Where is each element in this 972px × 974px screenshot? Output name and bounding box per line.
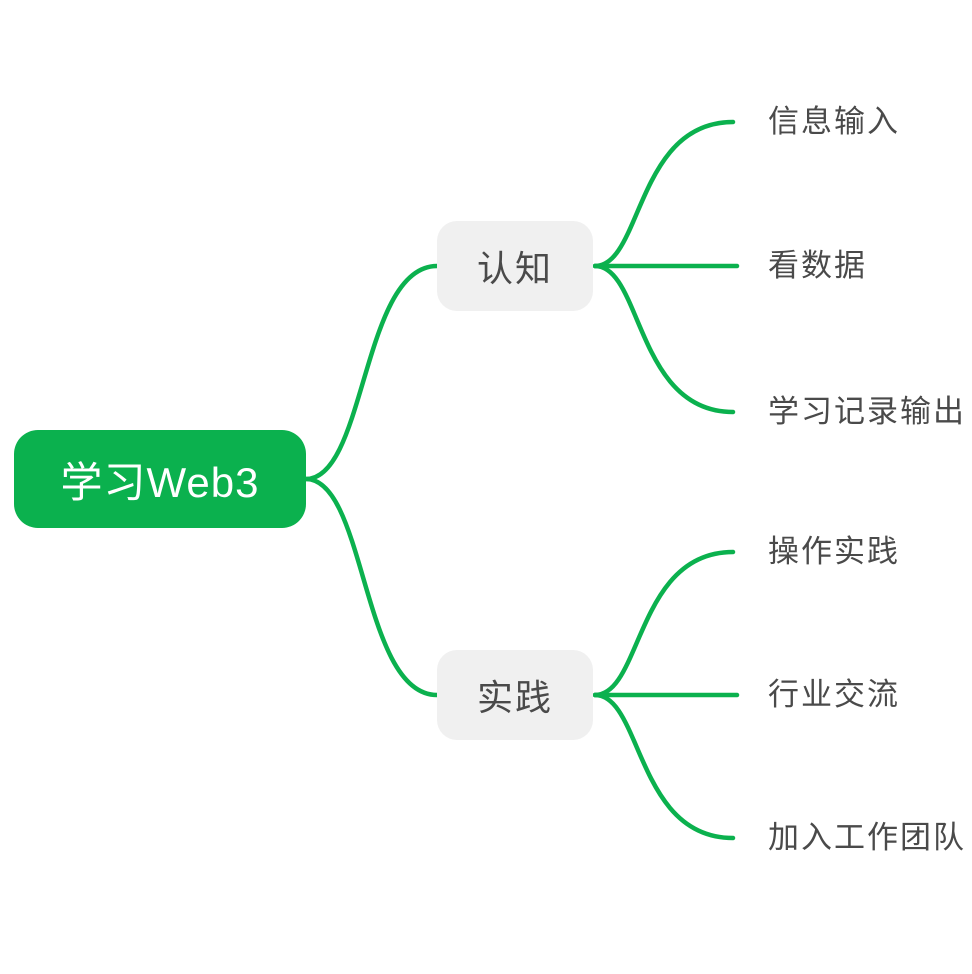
root-node-label: 学习Web3 — [60, 458, 260, 506]
connector-root-to-cognition — [303, 263, 440, 482]
branch-node-practice[interactable]: 实践 — [437, 650, 593, 740]
connector-practice-to-leaf1 — [592, 549, 736, 698]
connector-cognition-to-leaf3 — [592, 263, 736, 415]
connector-root-to-practice — [303, 476, 440, 698]
branch-node-label: 认知 — [476, 248, 553, 289]
leaf-node[interactable]: 行业交流 — [768, 677, 900, 712]
connector-cognition-to-leaf1 — [592, 119, 736, 269]
leaf-node[interactable]: 学习记录输出 — [768, 394, 966, 429]
leaf-node[interactable]: 加入工作团队 — [768, 820, 966, 855]
leaf-node[interactable]: 信息输入 — [768, 104, 900, 139]
connector-practice-to-leaf3 — [592, 692, 736, 841]
root-node[interactable]: 学习Web3 — [14, 430, 306, 528]
leaf-node[interactable]: 看数据 — [768, 248, 867, 283]
leaf-node[interactable]: 操作实践 — [768, 534, 900, 569]
branch-node-cognition[interactable]: 认知 — [437, 221, 593, 311]
branch-node-label: 实践 — [476, 677, 553, 718]
